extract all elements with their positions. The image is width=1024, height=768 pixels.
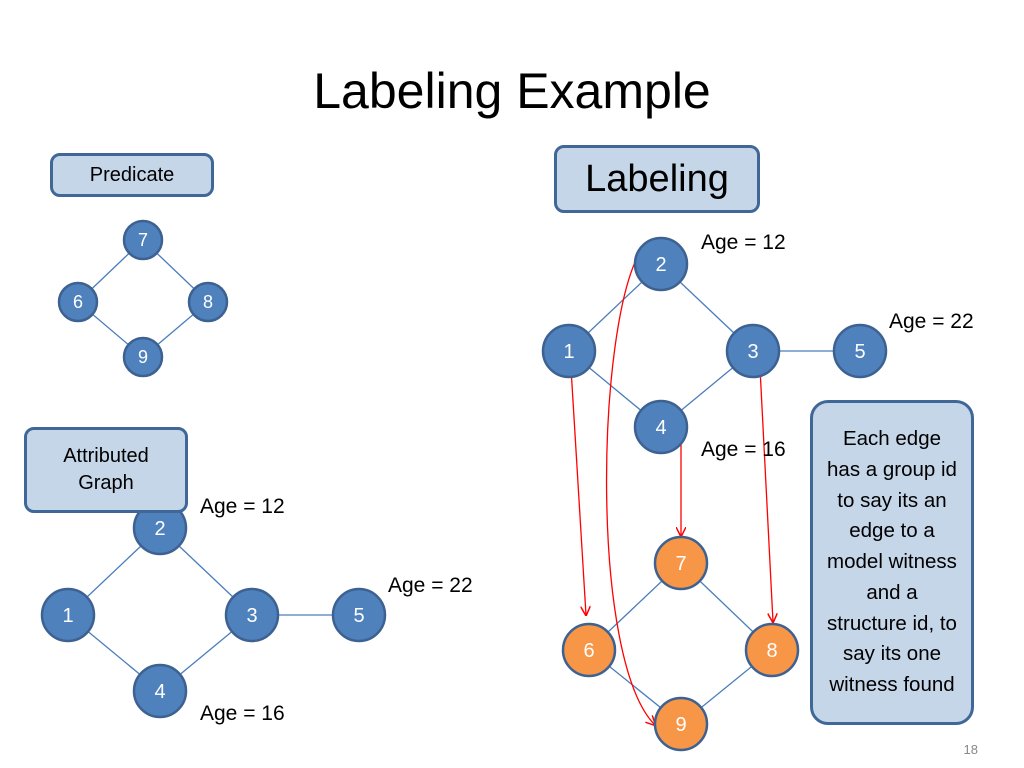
left-age-node-5: Age = 22: [388, 574, 473, 597]
labeling-pattern-node-label: 9: [675, 714, 686, 736]
attributed-node-1: 1: [40, 587, 96, 643]
labeling-pattern-node-label: 7: [675, 553, 686, 575]
labeling-data-node-label: 1: [563, 341, 574, 363]
attributed-node-label: 4: [154, 681, 165, 703]
labeling-label: Labeling: [585, 157, 729, 200]
attributed-node-circle: [132, 663, 188, 719]
left-age-node-2: Age = 12: [200, 495, 285, 518]
predicate-node-label: 7: [138, 230, 148, 250]
predicate-node-label: 9: [138, 347, 148, 367]
labeling-data-node-3: 3: [725, 323, 781, 379]
labeling-label-box: Labeling: [554, 145, 760, 213]
page-number: 18: [963, 742, 978, 757]
predicate-label: Predicate: [89, 163, 175, 186]
labeling-data-node-circle: [541, 323, 597, 379]
labeling-data-node-label: 2: [655, 254, 666, 276]
explanation-box: Each edge has a group id to say its an e…: [810, 400, 974, 725]
attributed-node-label: 3: [246, 605, 257, 627]
predicate-node-circle: [187, 281, 229, 323]
right-age-node-5: Age = 22: [889, 310, 974, 333]
attributed-label-box: Attributed Graph: [24, 427, 188, 513]
attributed-node-label: 5: [353, 605, 364, 627]
right-age-node-2: Age = 12: [701, 231, 786, 254]
predicate-node-8: 8: [187, 281, 229, 323]
labeling-pattern-node-circle: [653, 696, 709, 752]
attributed-node-circle: [224, 587, 280, 643]
labeling-pattern-node-6: 6: [561, 622, 617, 678]
attributed-node-circle: [40, 587, 96, 643]
mapping-arrow-3-8: [759, 367, 773, 622]
mapping-arrow-1-6: [570, 367, 586, 615]
labeling-data-node-circle: [725, 323, 781, 379]
labeling-pattern-node-7: 7: [653, 535, 709, 591]
attributed-node-label: 1: [62, 605, 73, 627]
labeling-pattern-node-label: 6: [583, 640, 594, 662]
mapping-arrow-2-9: [605, 251, 655, 725]
labeling-pattern-node-8: 8: [744, 622, 800, 678]
labeling-data-node-label: 4: [655, 417, 666, 439]
predicate-node-6: 6: [57, 281, 99, 323]
labeling-pattern-node-circle: [561, 622, 617, 678]
left-age-node-4: Age = 16: [200, 702, 285, 725]
labeling-data-node-label: 3: [747, 341, 758, 363]
predicate-node-label: 8: [203, 292, 213, 312]
labeling-data-node-1: 1: [541, 323, 597, 379]
attributed-node-label: 2: [154, 518, 165, 540]
labeling-data-node-5: 5: [832, 323, 888, 379]
slide-title: Labeling Example: [313, 63, 711, 119]
labeling-data-node-2: 2: [633, 236, 689, 292]
attributed-node-3: 3: [224, 587, 280, 643]
right-age-node-4: Age = 16: [701, 438, 786, 461]
predicate-node-circle: [57, 281, 99, 323]
attributed-node-circle: [331, 587, 387, 643]
labeling-pattern-node-circle: [653, 535, 709, 591]
predicate-node-label: 6: [73, 292, 83, 312]
predicate-label-box: Predicate: [50, 153, 214, 197]
attributed-node-5: 5: [331, 587, 387, 643]
labeling-data-node-4: 4: [633, 399, 689, 455]
explanation-text: Each edge has a group id to say its an e…: [827, 427, 957, 697]
labeling-pattern-node-label: 8: [766, 640, 777, 662]
labeling-data-node-label: 5: [854, 341, 865, 363]
labeling-data-node-circle: [633, 399, 689, 455]
labeling-pattern-node-circle: [744, 622, 800, 678]
labeling-data-node-circle: [832, 323, 888, 379]
predicate-node-circle: [122, 219, 164, 261]
predicate-node-9: 9: [122, 336, 164, 378]
predicate-node-circle: [122, 336, 164, 378]
labeling-pattern-node-9: 9: [653, 696, 709, 752]
attributed-node-4: 4: [132, 663, 188, 719]
predicate-node-7: 7: [122, 219, 164, 261]
attributed-label: Attributed Graph: [63, 445, 149, 494]
labeling-data-node-circle: [633, 236, 689, 292]
